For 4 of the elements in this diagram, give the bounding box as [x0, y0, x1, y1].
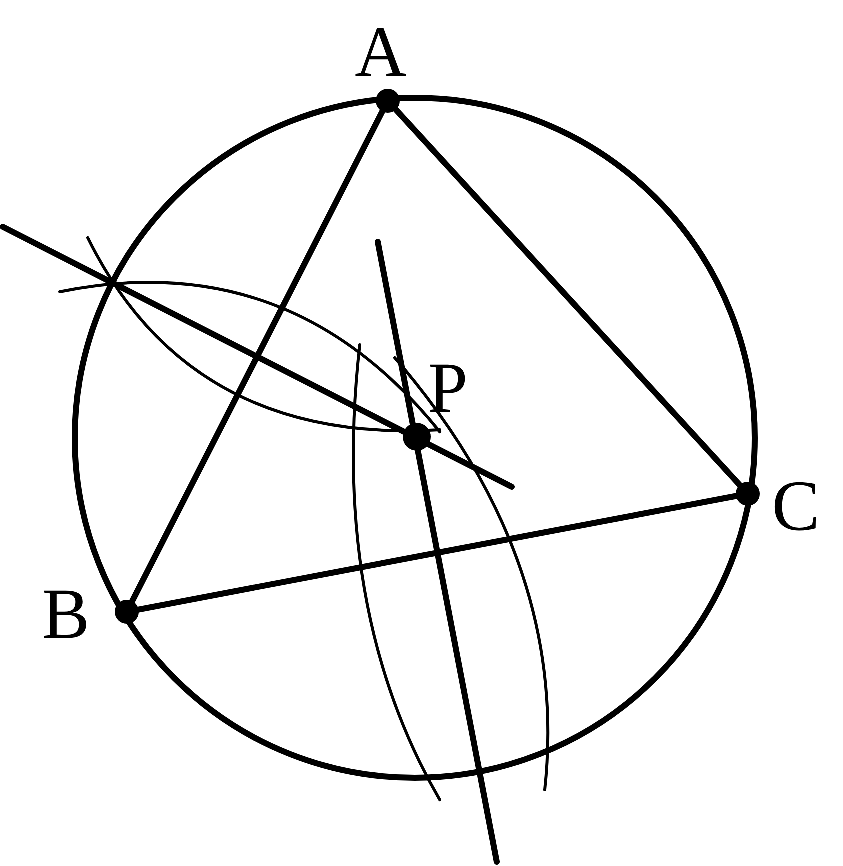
point-label: C [772, 470, 820, 542]
point-label: B [42, 578, 90, 650]
point-label: P [428, 352, 468, 424]
point-label: A [355, 16, 407, 88]
